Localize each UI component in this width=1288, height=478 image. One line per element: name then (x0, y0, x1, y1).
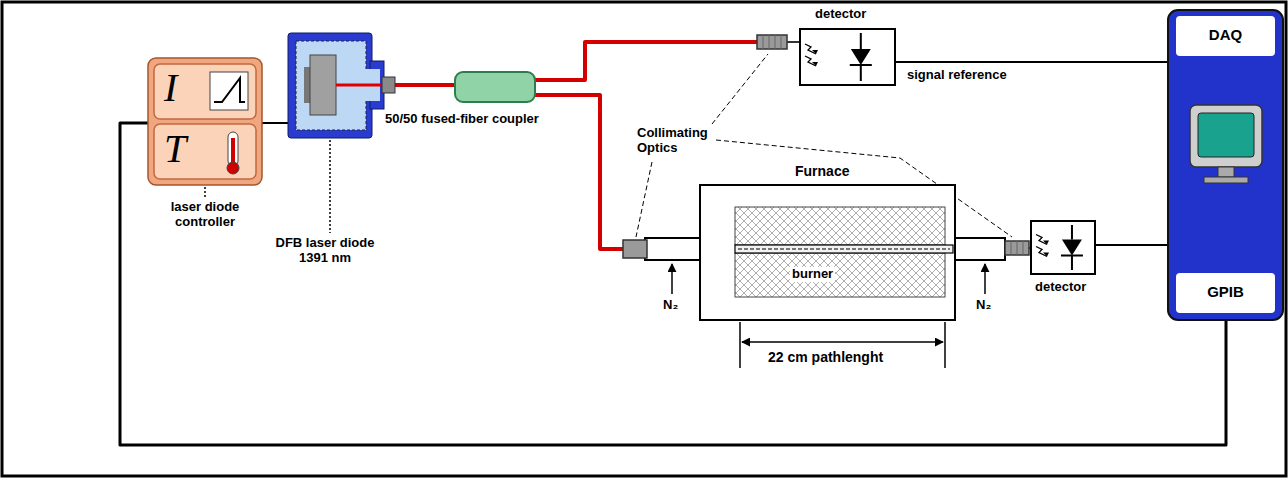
part-label: DFB laser diode 1391 nm (260, 236, 390, 266)
daq-computer-outline (1168, 10, 1287, 320)
gas-inlet-arrow (984, 264, 986, 294)
control-cable (262, 122, 288, 124)
signal-cable (1095, 244, 1168, 246)
part-label: laser diode controller (160, 200, 250, 230)
leader-line (712, 54, 768, 124)
panel-label: GPIB (1168, 283, 1283, 300)
signal-cable (895, 61, 1168, 63)
part-label: detector (815, 7, 866, 22)
purge-tube (955, 238, 1005, 260)
leader-line (329, 140, 331, 233)
fiber-coupler-outline (455, 72, 535, 102)
part-label: burner (790, 267, 835, 282)
dimension-tick (739, 322, 741, 368)
edge-label: signal reference (905, 68, 1009, 83)
photodetector: detector (1005, 220, 1095, 275)
furnace-box: Furnaceburner (700, 185, 955, 320)
gas-inlet-arrow (671, 264, 673, 294)
photodetector: detector (757, 28, 895, 86)
optical-fiber (535, 95, 700, 249)
part-label: 50/50 fused-fiber coupler (385, 112, 539, 127)
photodetector-outline (757, 28, 895, 86)
laser-diode-outline (288, 33, 395, 138)
laser-diode: DFB laser diode 1391 nm (288, 33, 395, 138)
dimension-arrow (742, 341, 943, 343)
temperature-symbol: T (164, 129, 186, 169)
gpib-cable (120, 123, 1226, 445)
daq-computer: DAQ GPIB (1168, 10, 1287, 320)
fiber-coupler: 50/50 fused-fiber coupler (455, 72, 535, 102)
callout-label: Collimating Optics (637, 126, 708, 156)
purge-tube (645, 238, 700, 260)
leader-line (636, 162, 652, 237)
burner-strip-outline (735, 245, 953, 253)
gas-label: N₂ (976, 298, 991, 313)
gas-label: N₂ (663, 298, 678, 313)
photodetector-outline (1005, 220, 1095, 275)
collimator (623, 240, 647, 258)
leader-line (204, 187, 206, 197)
optical-fiber (395, 83, 455, 87)
controller-box: ITlaser diode controller (148, 58, 262, 185)
current-symbol: I (164, 68, 177, 108)
panel-label: DAQ (1168, 26, 1283, 43)
dimension-tick (944, 322, 946, 368)
optical-fiber (535, 42, 757, 80)
dimension-label: 22 cm pathlenght (768, 349, 883, 365)
burner-strip: burner (735, 245, 953, 253)
part-label: Furnace (795, 163, 849, 179)
part-label: detector (1035, 280, 1086, 295)
